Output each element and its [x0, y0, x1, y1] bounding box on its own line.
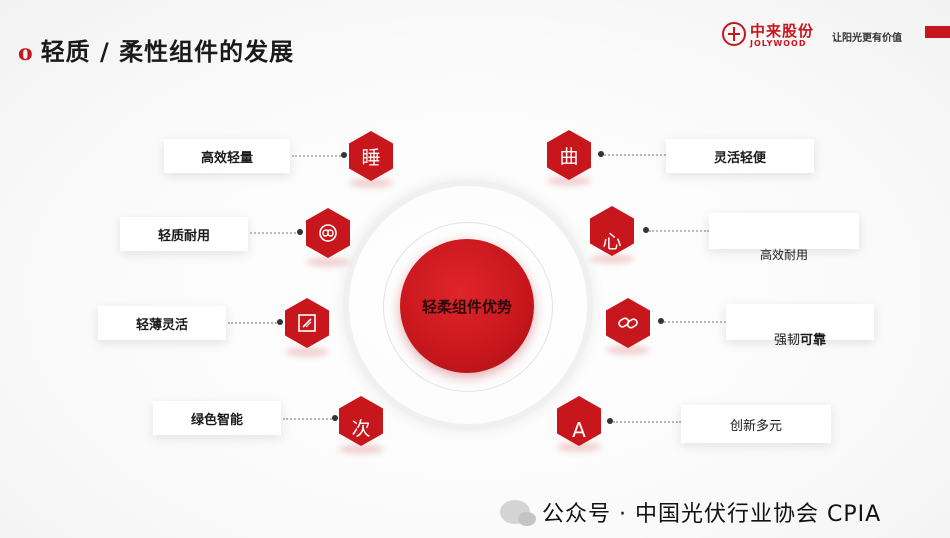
- card-right-1: 灵活轻便: [666, 139, 814, 173]
- hex-left-3: [285, 298, 329, 348]
- card-right-2-label: 高效耐用: [759, 248, 808, 262]
- connector-dot-right-1: [598, 151, 604, 157]
- hex-left-2: [306, 208, 350, 258]
- inner-ring: [383, 222, 553, 392]
- logo-cn-text: 中来股份: [750, 22, 815, 40]
- watermark: 公众号 · 中国光伏行业协会 CPIA: [500, 492, 881, 532]
- connector-dot-left-1: [341, 152, 347, 158]
- connector-dot-right-3: [658, 318, 664, 324]
- card-left-1: 高效轻量: [164, 139, 290, 173]
- infinity-loop-icon: [316, 224, 340, 242]
- hex-shadow-left-2: [306, 257, 350, 267]
- card-left-4-label: 绿色智能: [190, 412, 243, 428]
- hex-shadow-right-4: [557, 442, 601, 452]
- connector-right-4: [613, 421, 681, 423]
- card-right-3: 强韧可靠: [726, 304, 874, 348]
- connector-right-3: [664, 321, 726, 323]
- card-right-4: 创新多元: [681, 405, 831, 443]
- card-left-2: 轻质耐用: [120, 217, 248, 251]
- text-glyph-icon: A: [572, 418, 586, 442]
- connector-left-1: [292, 155, 344, 157]
- logo-mark-icon: [722, 22, 746, 46]
- card-right-2: 高效耐用: [709, 213, 859, 262]
- card-right-3-prefix: 强韧: [773, 332, 800, 348]
- card-right-4-label: 创新多元: [729, 418, 782, 434]
- slide-title: 轻质 / 柔性组件的发展: [40, 38, 295, 66]
- card-right-1-label: 灵活轻便: [713, 150, 766, 166]
- slide-title-block: o 轻质 / 柔性组件的发展: [18, 36, 318, 68]
- hex-shadow-right-1: [547, 176, 591, 186]
- hex-shadow-right-3: [606, 345, 650, 355]
- card-left-1-label: 高效轻量: [200, 150, 253, 166]
- hex-shadow-left-4: [339, 444, 383, 454]
- slogan: 让阳光更有价值: [832, 33, 902, 44]
- connector-dot-left-4: [332, 415, 338, 421]
- text-glyph-icon: 次: [351, 417, 371, 440]
- connector-dot-right-4: [607, 418, 613, 424]
- connector-left-4: [283, 418, 335, 420]
- title-bullet: o: [18, 40, 33, 66]
- connector-dot-right-2: [643, 227, 649, 233]
- connector-left-3: [228, 322, 280, 324]
- outer-ring: [343, 180, 593, 430]
- chain-link-icon: [617, 315, 639, 331]
- card-left-3-label: 轻薄灵活: [135, 317, 188, 333]
- logo-en-text: JOLYWOOD: [750, 39, 807, 48]
- connector-dot-left-3: [277, 319, 283, 325]
- hex-shadow-left-1: [349, 178, 393, 188]
- corner-accent-bar: [925, 26, 950, 38]
- connector-dot-left-2: [297, 229, 303, 235]
- center-label: 轻柔组件优势: [421, 297, 512, 316]
- text-glyph-icon: 睡: [361, 146, 381, 169]
- watermark-text: 公众号 · 中国光伏行业协会 CPIA: [542, 502, 882, 527]
- card-left-4: 绿色智能: [153, 401, 281, 435]
- text-glyph-icon: 心: [602, 230, 622, 253]
- card-right-3-bold: 可靠: [800, 332, 827, 348]
- hex-left-4: 次: [339, 396, 383, 446]
- company-logo: 中来股份 JOLYWOOD: [722, 20, 822, 52]
- card-right-3-label: 强韧可靠: [774, 329, 826, 348]
- text-glyph-icon: 曲: [559, 145, 579, 168]
- hex-shadow-left-3: [285, 347, 329, 357]
- connector-right-1: [604, 154, 666, 156]
- card-left-3: 轻薄灵活: [98, 306, 226, 340]
- wechat-icon: [500, 500, 536, 526]
- card-left-2-label: 轻质耐用: [157, 228, 210, 244]
- hex-left-1: 睡: [349, 131, 393, 181]
- center-circle: 轻柔组件优势: [400, 239, 534, 373]
- hex-shadow-right-2: [590, 254, 634, 264]
- connector-right-2: [649, 230, 709, 232]
- connector-left-2: [250, 232, 300, 234]
- document-pen-icon: [297, 313, 317, 333]
